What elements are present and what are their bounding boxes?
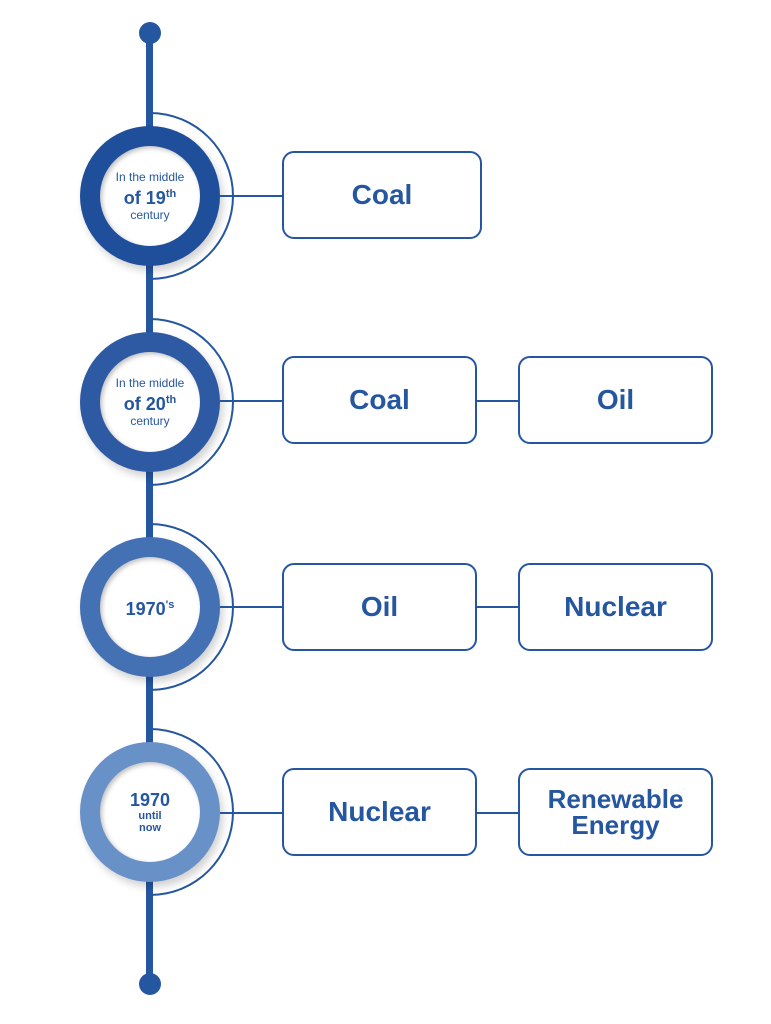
timeline-end-dot bbox=[139, 973, 161, 995]
stage-3-box-2: Nuclear bbox=[518, 563, 713, 651]
stage-4-label: 1970 until now bbox=[100, 762, 200, 862]
stage-4-line3: now bbox=[139, 822, 161, 834]
stage-3-connector bbox=[220, 606, 283, 608]
stage-2-box-connector bbox=[477, 400, 519, 402]
stage-3-box-1: Oil bbox=[282, 563, 477, 651]
stage-1-label: In the middle of 19th century bbox=[100, 146, 200, 246]
stage-3-label: 1970's bbox=[100, 557, 200, 657]
stage-4-box-connector bbox=[477, 812, 519, 814]
stage-3-ring: 1970's bbox=[80, 537, 220, 677]
stage-2-line1: In the middle bbox=[115, 376, 185, 390]
stage-2-main: of 20th bbox=[123, 394, 177, 414]
timeline-start-dot bbox=[139, 22, 161, 44]
stage-4-main: 1970 bbox=[129, 790, 171, 810]
stage-1-line3: century bbox=[130, 208, 170, 222]
stage-2-line3: century bbox=[130, 414, 170, 428]
timeline-spine bbox=[146, 34, 153, 984]
stage-4-box-2: Renewable Energy bbox=[518, 768, 713, 856]
stage-4-ring: 1970 until now bbox=[80, 742, 220, 882]
stage-2-box-2: Oil bbox=[518, 356, 713, 444]
stage-3-main: 1970's bbox=[125, 599, 175, 619]
stage-1-ring: In the middle of 19th century bbox=[80, 126, 220, 266]
stage-4-box-1: Nuclear bbox=[282, 768, 477, 856]
stage-2-connector bbox=[220, 400, 283, 402]
stage-2-ring: In the middle of 20th century bbox=[80, 332, 220, 472]
stage-1-box-1: Coal bbox=[282, 151, 482, 239]
stage-4-connector bbox=[220, 812, 283, 814]
stage-2-box-1: Coal bbox=[282, 356, 477, 444]
stage-4-line2: until bbox=[138, 810, 162, 822]
stage-2-label: In the middle of 20th century bbox=[100, 352, 200, 452]
stage-1-main: of 19th bbox=[123, 188, 177, 208]
stage-1-line1: In the middle bbox=[115, 170, 185, 184]
stage-3-box-connector bbox=[477, 606, 519, 608]
stage-1-connector bbox=[220, 195, 283, 197]
